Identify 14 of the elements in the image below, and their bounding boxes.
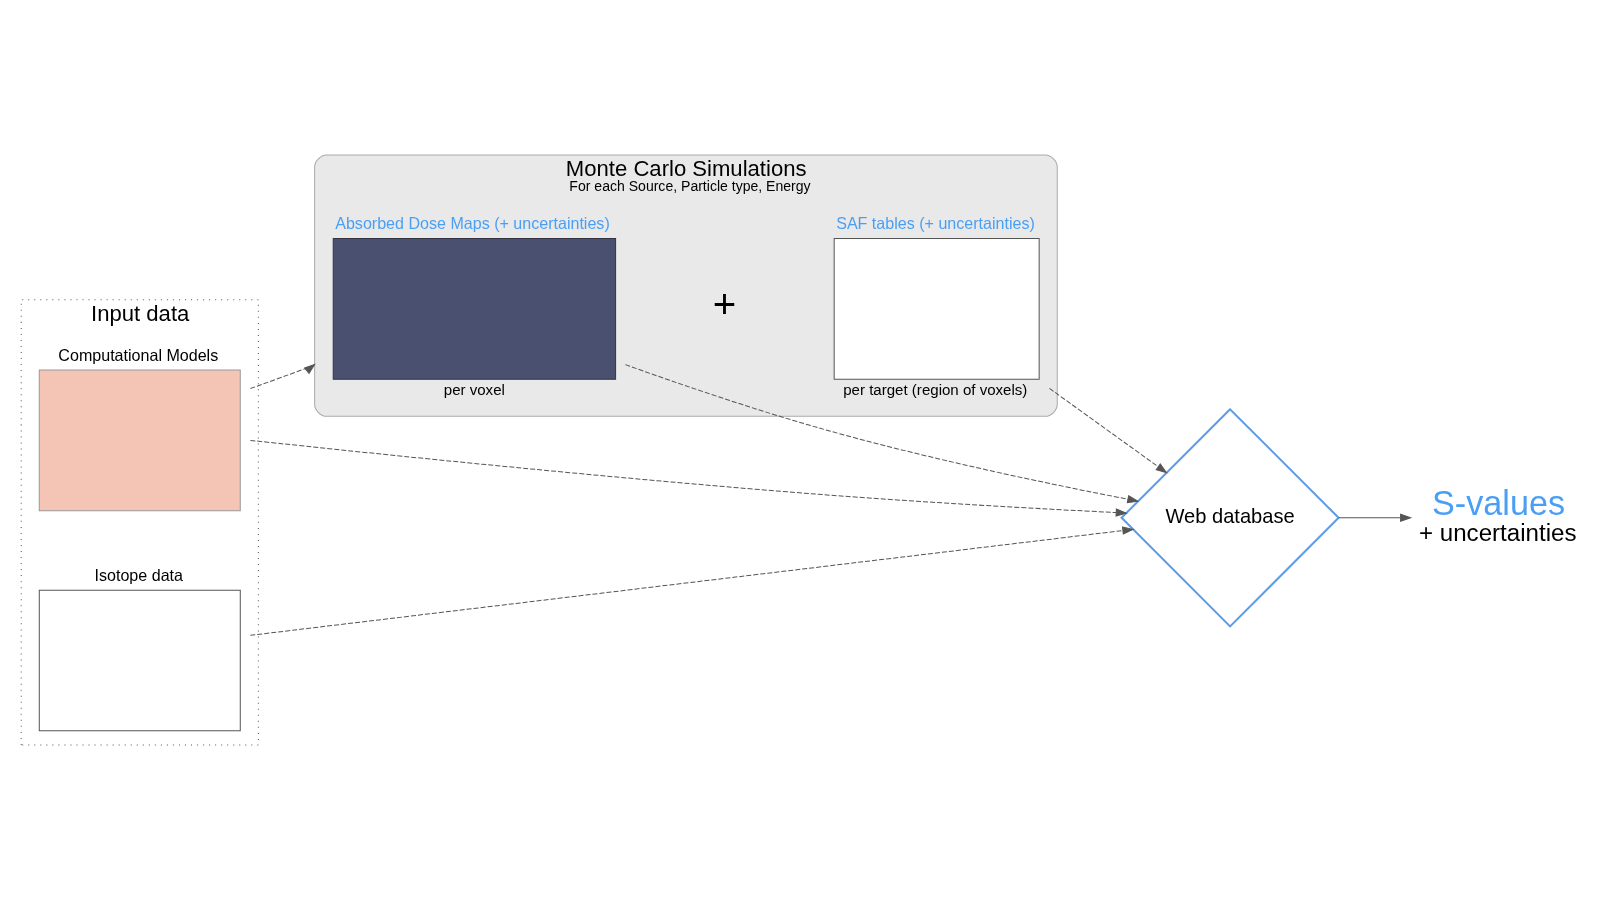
node-label: per target (region of voxels) [843, 381, 1028, 399]
arrow [249, 439, 1127, 517]
arrow [1049, 387, 1167, 474]
node-label: SAF tables (+ uncertainties) [836, 214, 1035, 233]
arrow [249, 526, 1134, 636]
arrow [624, 364, 1139, 504]
node-label: Isotope data [94, 565, 183, 584]
node-text: S-values + uncertainties [1419, 484, 1577, 547]
arrow [249, 363, 316, 390]
node-label: Absorbed Dose Maps (+ uncertainties) [335, 214, 610, 233]
node-label: Computational Models [58, 345, 219, 364]
label: + [712, 281, 737, 327]
node-label: per voxel [443, 381, 505, 399]
arrow [1338, 513, 1412, 522]
